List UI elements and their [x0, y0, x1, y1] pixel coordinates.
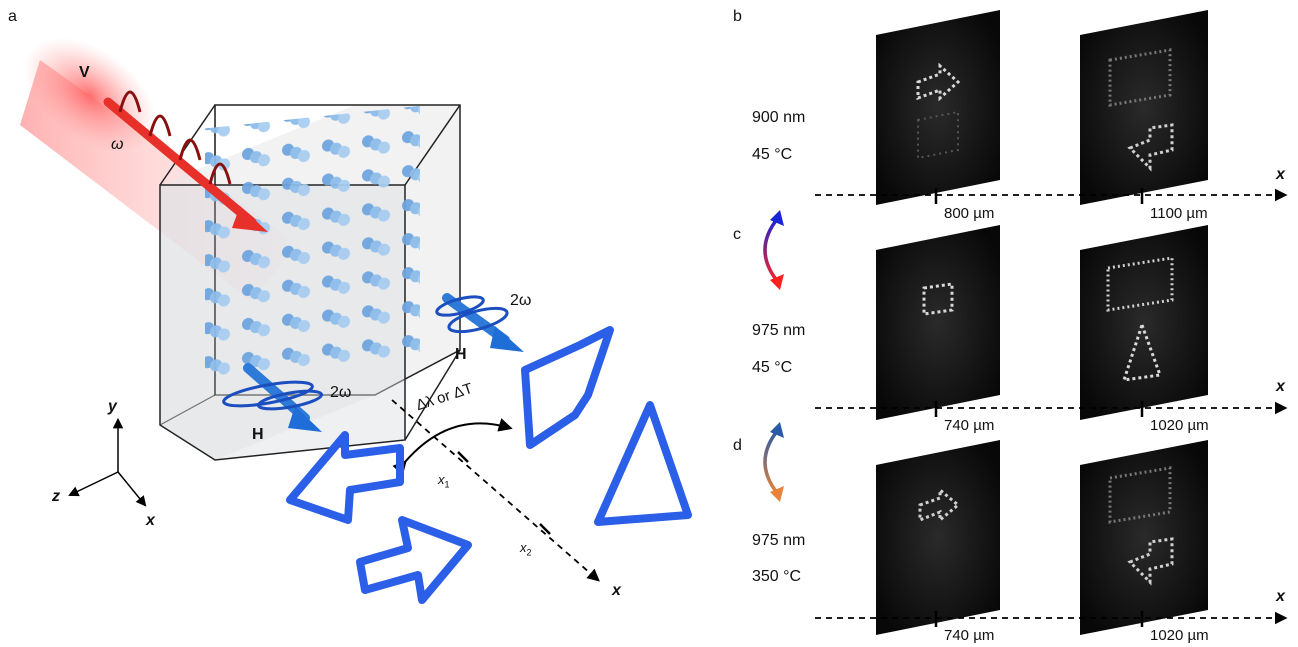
row-c-position-right: 1020 µm	[1150, 417, 1209, 434]
row-c-position-left: 740 µm	[944, 417, 995, 434]
left-arrow-shape	[286, 431, 404, 524]
diamond-shape	[521, 326, 614, 449]
axis-label-y: y	[108, 398, 117, 415]
row-c-wavelength: 975 nm	[752, 322, 806, 339]
projected-shapes	[286, 326, 692, 604]
image-slab-c2	[1080, 225, 1208, 420]
row-d-position-left: 740 µm	[944, 627, 995, 644]
row-c-temperature: 45 °C	[752, 359, 793, 376]
output-frequency-label-2: 2ω	[330, 384, 352, 401]
row-b-position-right: 1100 µm	[1150, 205, 1208, 222]
image-slab-c1	[876, 225, 1000, 420]
output-arrow-upper	[435, 293, 524, 352]
panel-label-c: c	[733, 226, 741, 243]
input-polarization-label: V	[79, 64, 90, 81]
propagation-axis	[391, 399, 600, 582]
image-slab-d1	[876, 440, 1000, 635]
row-d-wavelength: 975 nm	[752, 532, 806, 549]
axes-triad	[68, 417, 147, 507]
image-slab-b1	[876, 10, 1000, 205]
row-d-position-right: 1020 µm	[1150, 627, 1209, 644]
panel-label-b: b	[733, 8, 742, 25]
axis-label-z: z	[52, 488, 60, 505]
rod-array	[205, 105, 420, 389]
row-c-axis-label: x	[1276, 378, 1285, 395]
row-b-wavelength: 900 nm	[752, 109, 806, 126]
output-polarization-label-1: H	[455, 346, 467, 363]
panel-label-d: d	[733, 437, 742, 454]
input-arrow	[103, 90, 268, 232]
right-arrow-shape	[356, 516, 472, 604]
row-d-axis-label: x	[1276, 588, 1285, 605]
propagation-axis-label: x	[612, 582, 621, 599]
image-slab-d2	[1080, 440, 1208, 635]
tuning-arrow-d	[763, 428, 780, 496]
input-frequency-label: ω	[111, 136, 124, 153]
output-frequency-label-1: 2ω	[510, 292, 532, 309]
schematic-diagram	[20, 37, 692, 604]
tuning-arrow-c	[763, 216, 780, 284]
output-arrow-lower	[222, 363, 324, 432]
panel-label-a: a	[8, 8, 17, 25]
triangle-shape	[594, 401, 692, 526]
axis-label-x: x	[146, 512, 155, 529]
tuning-curved-arrow	[392, 418, 513, 476]
row-b	[815, 10, 1288, 205]
output-polarization-label-2: H	[252, 426, 264, 443]
row-b-position-left: 800 µm	[944, 205, 995, 222]
position-label-2: x2	[520, 540, 532, 558]
position-label-1: x1	[438, 472, 450, 490]
row-d-temperature: 350 °C	[752, 568, 802, 585]
row-d	[763, 422, 1288, 635]
row-b-axis-label: x	[1276, 166, 1285, 183]
row-b-temperature: 45 °C	[752, 146, 793, 163]
image-slab-b2	[1080, 10, 1208, 205]
row-c	[763, 210, 1288, 420]
